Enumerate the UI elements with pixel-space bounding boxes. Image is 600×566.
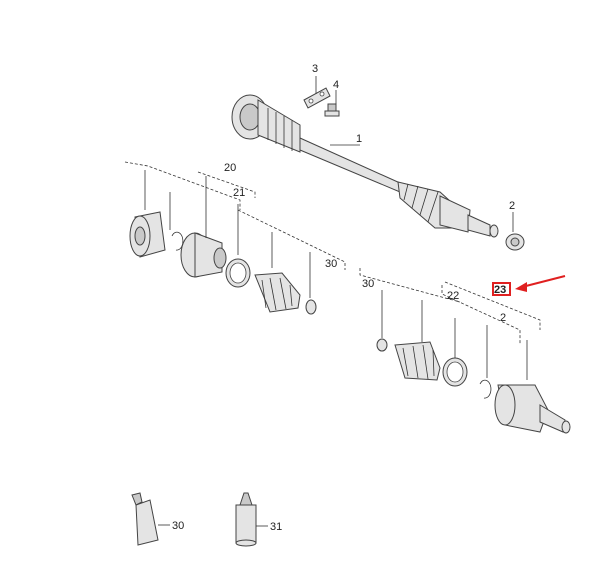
label-part-20: 20 [224, 162, 236, 174]
left-exploded-group [129, 211, 317, 315]
nut-part-2-top [505, 233, 525, 251]
label-part-23: 23 [494, 284, 506, 296]
label-part-30-right: 30 [362, 278, 374, 290]
label-part-30-left: 30 [325, 258, 337, 270]
label-part-4: 4 [333, 79, 339, 91]
label-part-1: 1 [356, 133, 362, 145]
label-part-21: 21 [233, 187, 245, 199]
right-exploded-group [376, 338, 571, 434]
sealant-bottle-part-31 [235, 492, 268, 547]
label-part-3: 3 [312, 63, 318, 75]
label-part-30-tube: 30 [172, 520, 184, 532]
bolt-part-4 [324, 103, 340, 117]
plate-part-3 [303, 87, 331, 109]
bracket-lines [124, 76, 541, 380]
grease-tube-part-30 [131, 492, 170, 546]
label-part-2-top: 2 [509, 200, 515, 212]
label-part-31: 31 [270, 521, 282, 533]
label-part-22: 22 [447, 290, 459, 302]
drive-shaft-assembly [231, 94, 499, 238]
highlight-marker [492, 275, 566, 296]
label-part-2-bottom: 2 [500, 312, 506, 324]
